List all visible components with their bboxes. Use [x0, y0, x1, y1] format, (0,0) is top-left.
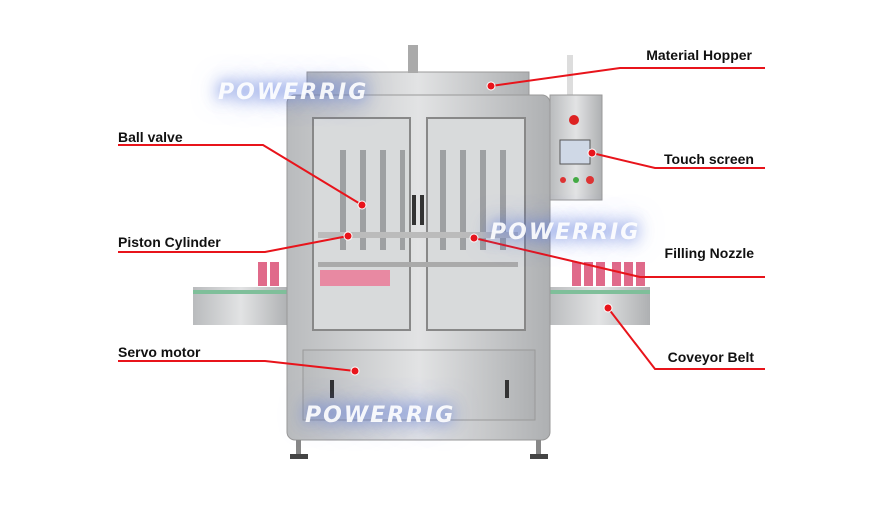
label-servo-motor: Servo motor: [118, 344, 201, 360]
label-material-hopper: Material Hopper: [646, 47, 752, 63]
leader-dots: [343, 81, 613, 376]
label-conveyor-belt: Coveyor Belt: [667, 349, 754, 365]
cabinet: [302, 349, 536, 421]
watermark: POWERRIG: [218, 80, 369, 105]
label-ball-valve: Ball valve: [118, 129, 183, 145]
label-filling-nozzle: Filling Nozzle: [664, 245, 754, 261]
watermark: POWERRIG: [305, 403, 456, 428]
label-touch-screen: Touch screen: [664, 151, 754, 167]
leader-lines: [118, 67, 765, 372]
label-piston-cylinder: Piston Cylinder: [118, 234, 221, 250]
watermark: POWERRIG: [490, 220, 641, 245]
